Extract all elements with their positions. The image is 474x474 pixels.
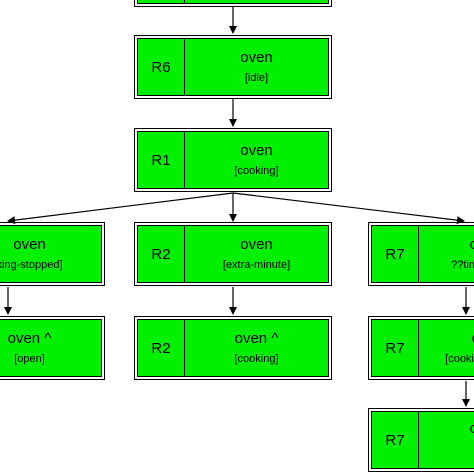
node-state: [cookin (445, 353, 474, 365)
node-state: [extra-minute] (222, 259, 291, 271)
node-name: oven ^ (7, 330, 52, 347)
state-node-r7-1: R7 o ??tim (368, 222, 474, 286)
state-node-left-2: oven ^ [open] (0, 316, 105, 380)
rule-label: R7 (372, 412, 419, 468)
node-name: o (469, 420, 474, 437)
node-name: o (469, 236, 474, 253)
rule-label (138, 0, 185, 3)
state-node-r2-cooking: R2 oven ^ [cooking] (134, 316, 332, 380)
node-state: [cooking] (234, 353, 279, 365)
edge-r1-left1 (7, 192, 234, 225)
state-node-r2-extra-minute: R2 oven [extra-minute] (134, 222, 332, 286)
node-state: king-stopped] (0, 259, 63, 271)
rule-label: R6 (138, 39, 185, 95)
rule-label: R1 (138, 132, 185, 188)
state-node-r1: R1 oven [cooking] (134, 128, 332, 192)
edge-r1-r7a (232, 192, 465, 225)
state-node-r7-2: R7 o [cookin (368, 316, 474, 380)
state-node-left-1: oven king-stopped] (0, 222, 105, 286)
node-state: [open] (14, 353, 45, 365)
node-state: ??tim (451, 259, 474, 271)
node-state: [idle] (244, 72, 269, 84)
state-node-top (134, 0, 332, 7)
node-name: oven (240, 142, 273, 159)
node-name: oven (240, 236, 273, 253)
rule-label: R2 (138, 320, 185, 376)
node-name: oven ^ (234, 330, 279, 347)
node-state: [cooking] (234, 165, 279, 177)
node-name: oven (13, 236, 46, 253)
state-node-r6: R6 oven [idle] (134, 35, 332, 99)
rule-label: R2 (138, 226, 185, 282)
rule-label: R7 (372, 320, 419, 376)
state-node-r7-3: R7 o (368, 408, 474, 472)
node-name: oven (240, 49, 273, 66)
node-name: o (472, 330, 474, 348)
rule-label: R7 (372, 226, 419, 282)
